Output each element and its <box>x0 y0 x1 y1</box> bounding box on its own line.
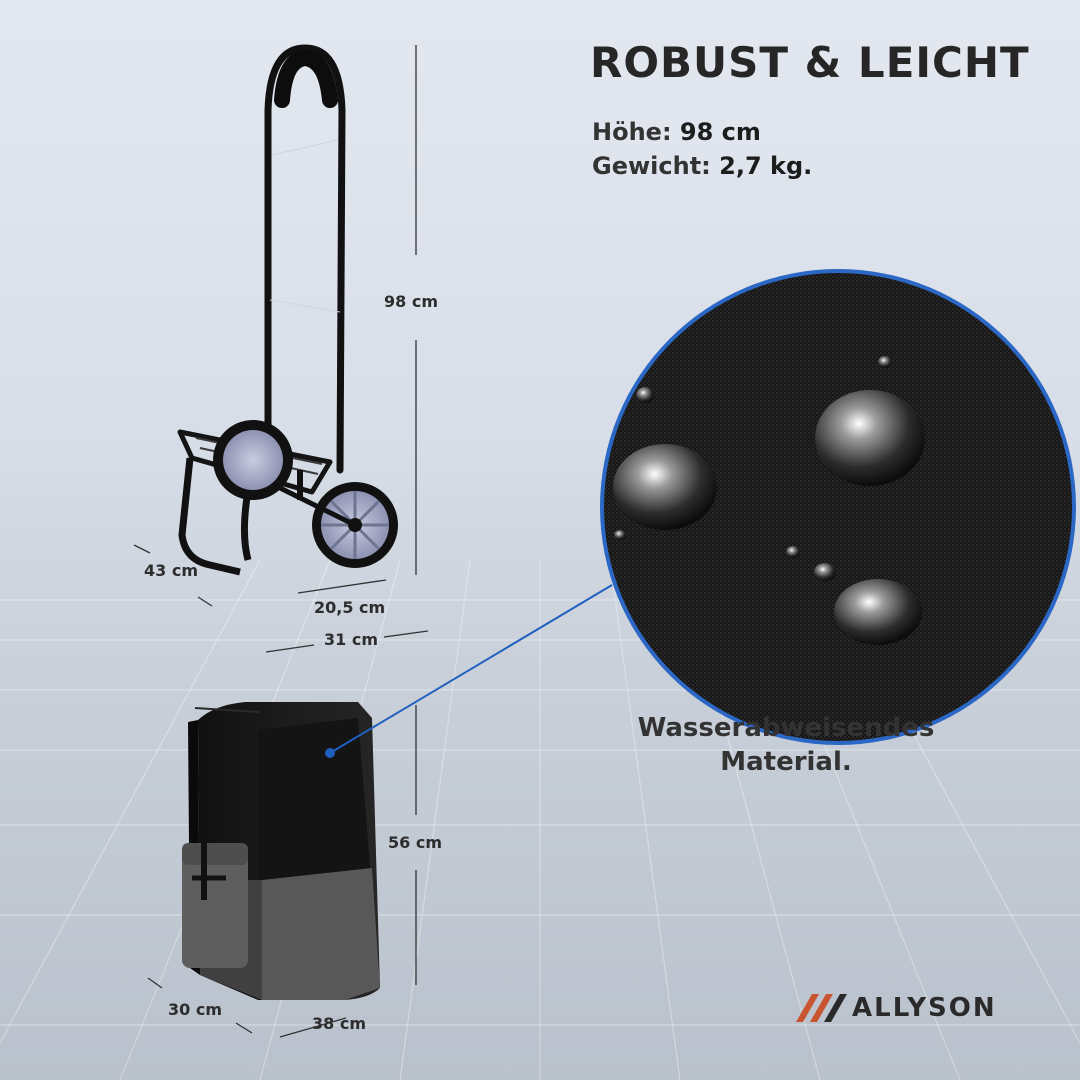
trolley-bag <box>182 702 380 1000</box>
brand-logo-mark <box>796 994 847 1022</box>
spec-weight: Gewicht: 2,7 kg. <box>592 152 812 180</box>
water-drop <box>613 444 717 530</box>
trolley <box>177 44 398 576</box>
dim-trolley-height: 98 cm <box>384 292 438 311</box>
headline: ROBUST & LEICHT <box>590 38 1030 87</box>
dim-bag-width: 38 cm <box>312 1014 366 1033</box>
brand-name: ALLYSON <box>852 993 997 1023</box>
water-drop <box>834 579 922 645</box>
water-drop <box>815 390 925 486</box>
dim-trolley-width: 31 cm <box>324 630 378 649</box>
material-caption-line1: Wasserabweisendes <box>637 713 935 743</box>
dim-trolley-depth: 43 cm <box>144 561 198 580</box>
dim-trolley-inner-width: 20,5 cm <box>314 598 386 617</box>
bag-dimension-lines <box>147 705 417 1038</box>
brand-logo: ALLYSON <box>848 990 997 1026</box>
material-caption-line2: Material. <box>720 747 852 777</box>
dim-bag-height: 56 cm <box>388 833 442 852</box>
dim-bag-depth: 30 cm <box>168 1000 222 1019</box>
spec-height: Höhe: 98 cm <box>592 118 761 146</box>
material-caption: Wasserabweisendes Material. <box>616 713 956 777</box>
spec-height-label: Höhe: <box>592 118 672 146</box>
pointer-line <box>329 584 613 754</box>
trolley-dimension-lines <box>133 45 429 653</box>
spec-weight-label: Gewicht: <box>592 152 711 180</box>
fabric-closeup-circle <box>600 269 1076 745</box>
spec-height-value: 98 cm <box>679 118 761 146</box>
spec-weight-value: 2,7 kg. <box>719 152 813 180</box>
